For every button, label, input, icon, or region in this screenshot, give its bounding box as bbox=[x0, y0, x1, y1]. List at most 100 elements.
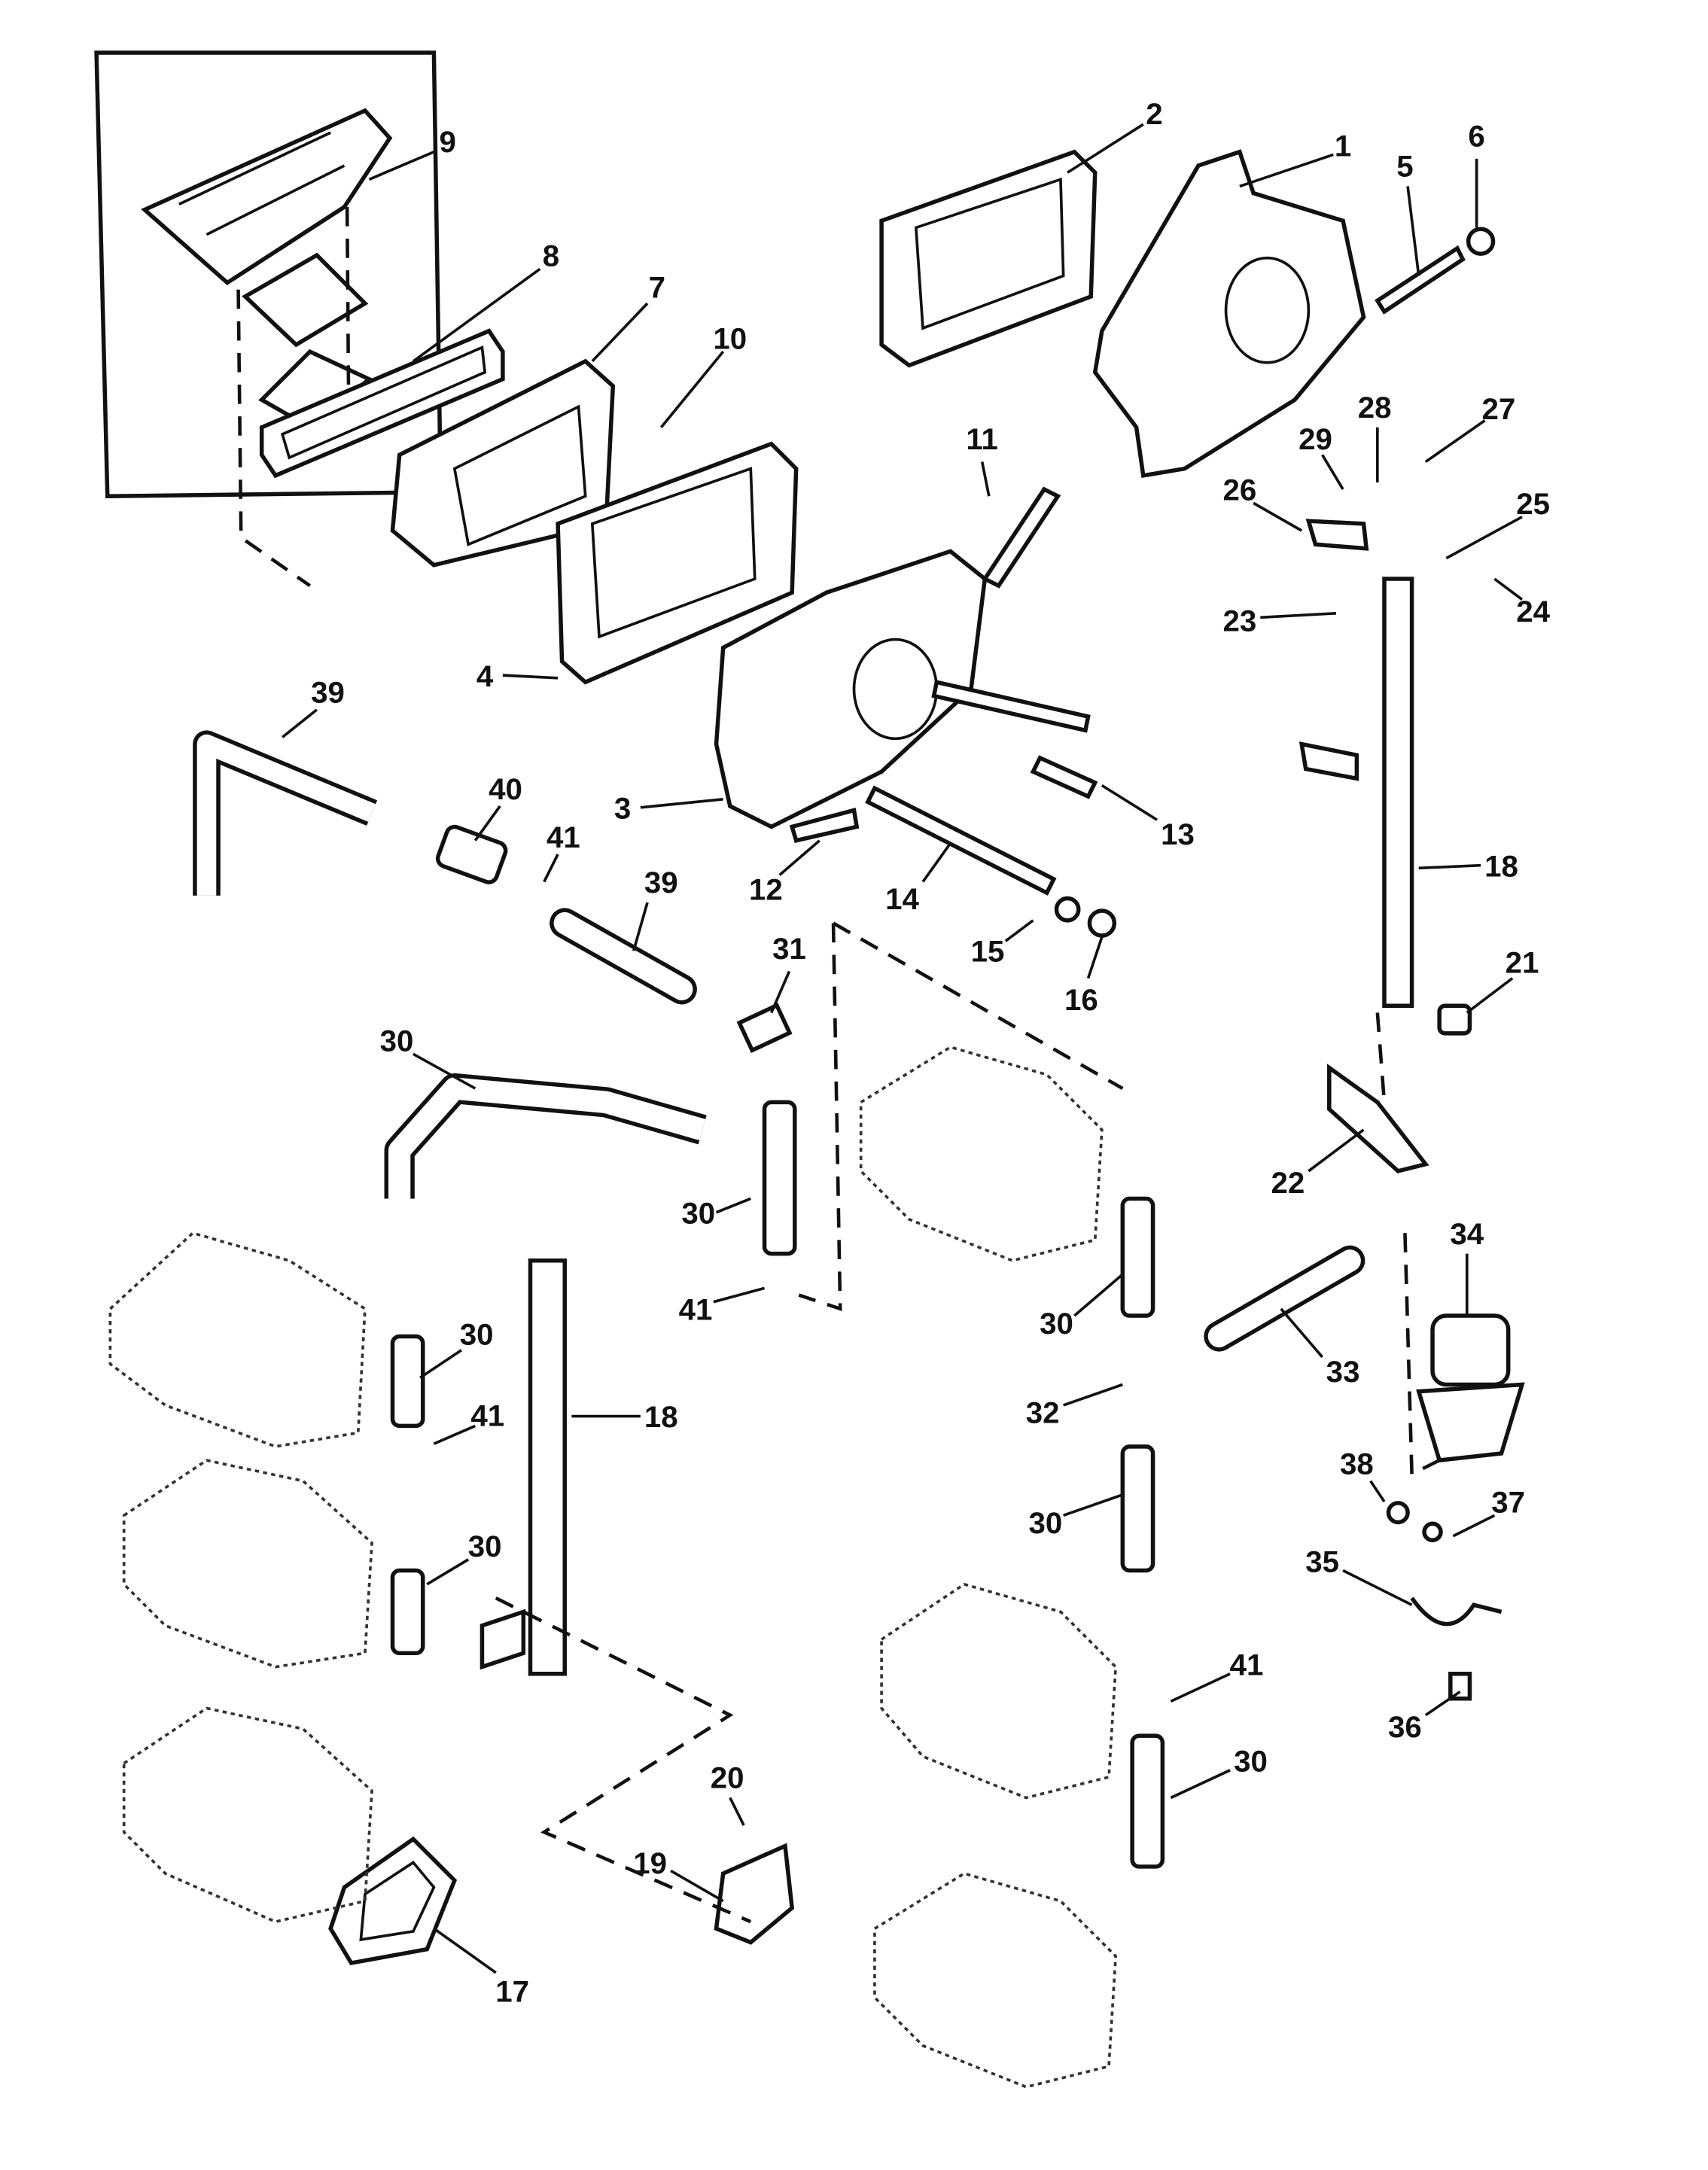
stud-5 bbox=[1375, 245, 1466, 315]
leader-line-41 bbox=[433, 1424, 476, 1445]
leader-line-3 bbox=[640, 797, 723, 809]
leader-line-30 bbox=[715, 1197, 751, 1214]
leader-line-7 bbox=[591, 302, 649, 363]
leader-line-19 bbox=[670, 1869, 724, 1903]
leader-line-30 bbox=[419, 1349, 463, 1379]
callout-31: 31 bbox=[772, 932, 806, 966]
callout-18: 18 bbox=[644, 1400, 678, 1434]
callout-29: 29 bbox=[1299, 422, 1332, 456]
callout-28: 28 bbox=[1358, 391, 1392, 425]
callout-30: 30 bbox=[1234, 1745, 1268, 1779]
leader-line-38 bbox=[1369, 1480, 1386, 1503]
link-rod-18-left bbox=[528, 1258, 567, 1676]
leader-line-25 bbox=[1445, 516, 1523, 560]
hose-39 bbox=[193, 730, 378, 896]
leader-line-18 bbox=[1418, 863, 1481, 870]
callout-18: 18 bbox=[1484, 849, 1518, 883]
screw-12 bbox=[789, 808, 860, 843]
carb-adapter-3 bbox=[714, 549, 988, 829]
callout-16: 16 bbox=[1064, 983, 1098, 1017]
gasket-8 bbox=[259, 328, 505, 479]
callout-36: 36 bbox=[1388, 1710, 1422, 1744]
leader-line-2 bbox=[1067, 123, 1144, 174]
nut-6 bbox=[1466, 227, 1496, 256]
callout-15: 15 bbox=[971, 935, 1005, 969]
callout-10: 10 bbox=[713, 321, 747, 355]
leader-line-27 bbox=[1424, 419, 1486, 463]
leader-line-33 bbox=[1280, 1307, 1324, 1359]
callout-34: 34 bbox=[1450, 1217, 1484, 1251]
leader-line-10 bbox=[659, 350, 725, 428]
leader-line-15 bbox=[1004, 919, 1034, 942]
callout-41: 41 bbox=[679, 1292, 713, 1326]
washer-15 bbox=[1054, 896, 1081, 923]
clamp-35 bbox=[1410, 1596, 1502, 1627]
callout-5: 5 bbox=[1396, 150, 1413, 184]
callout-1: 1 bbox=[1335, 129, 1351, 163]
stud-14 bbox=[865, 785, 1057, 896]
carb-adapter-1 bbox=[1092, 149, 1366, 478]
screw-11 bbox=[982, 486, 1061, 589]
fuel-pump-34 bbox=[1416, 1313, 1525, 1463]
hose-30 bbox=[1130, 1733, 1165, 1869]
callout-20: 20 bbox=[711, 1761, 744, 1795]
hose-30 bbox=[390, 1334, 425, 1429]
leader-line-11 bbox=[980, 461, 991, 497]
reed-block-inset bbox=[94, 50, 443, 588]
leader-line-29 bbox=[1321, 454, 1344, 491]
leader-line-39 bbox=[632, 902, 649, 951]
leader-line-37 bbox=[1452, 1514, 1496, 1538]
callout-41: 41 bbox=[546, 820, 580, 854]
callout-2: 2 bbox=[1146, 97, 1162, 131]
leader-line-8 bbox=[412, 267, 541, 363]
leader-line-17 bbox=[433, 1927, 497, 1974]
callout-12: 12 bbox=[749, 872, 783, 906]
callout-30: 30 bbox=[1028, 1506, 1062, 1540]
callout-23: 23 bbox=[1222, 604, 1256, 638]
leader-line-30 bbox=[413, 1052, 476, 1090]
hose-30 bbox=[762, 1100, 797, 1256]
leader-line-1 bbox=[1239, 153, 1334, 188]
nut-16 bbox=[1087, 908, 1117, 938]
lever-22 bbox=[1327, 1064, 1429, 1173]
leader-line-16 bbox=[1086, 936, 1104, 979]
callout-30: 30 bbox=[380, 1024, 414, 1058]
callout-39: 39 bbox=[311, 676, 345, 710]
callout-33: 33 bbox=[1326, 1355, 1360, 1389]
leader-line-31 bbox=[770, 970, 791, 1014]
leader-line-36 bbox=[1424, 1691, 1461, 1717]
hose-30 bbox=[1120, 1444, 1155, 1573]
callout-6: 6 bbox=[1468, 119, 1484, 153]
callout-35: 35 bbox=[1305, 1545, 1339, 1578]
callout-17: 17 bbox=[495, 1974, 529, 2008]
callout-19: 19 bbox=[633, 1846, 667, 1880]
leader-line-30 bbox=[1063, 1493, 1123, 1517]
leader-line-30 bbox=[426, 1558, 470, 1586]
hose-30 bbox=[1120, 1196, 1155, 1318]
callout-41: 41 bbox=[470, 1398, 504, 1432]
hose-39b bbox=[553, 912, 693, 1000]
leader-line-24 bbox=[1493, 577, 1524, 601]
leader-line-41 bbox=[543, 854, 559, 883]
tee-fitting-31 bbox=[736, 1003, 793, 1054]
screw-13 bbox=[1030, 755, 1098, 799]
gasket-4 bbox=[556, 441, 799, 685]
callout-32: 32 bbox=[1026, 1396, 1060, 1430]
leader-line-35 bbox=[1342, 1569, 1413, 1606]
hose-30-curved bbox=[388, 1077, 706, 1199]
hose-33 bbox=[1207, 1249, 1361, 1348]
gasket-2 bbox=[879, 149, 1098, 368]
leader-line-5 bbox=[1406, 186, 1420, 276]
gasket-17 bbox=[328, 1836, 458, 1966]
bracket-19 bbox=[714, 1843, 795, 1945]
callout-27: 27 bbox=[1481, 392, 1515, 426]
callout-41: 41 bbox=[1230, 1648, 1264, 1682]
callout-25: 25 bbox=[1516, 487, 1550, 521]
callout-4: 4 bbox=[476, 659, 494, 693]
leader-line-20 bbox=[729, 1797, 745, 1826]
callout-14: 14 bbox=[885, 882, 919, 916]
callout-22: 22 bbox=[1271, 1166, 1305, 1200]
callout-26: 26 bbox=[1222, 473, 1256, 507]
callout-37: 37 bbox=[1491, 1486, 1525, 1520]
